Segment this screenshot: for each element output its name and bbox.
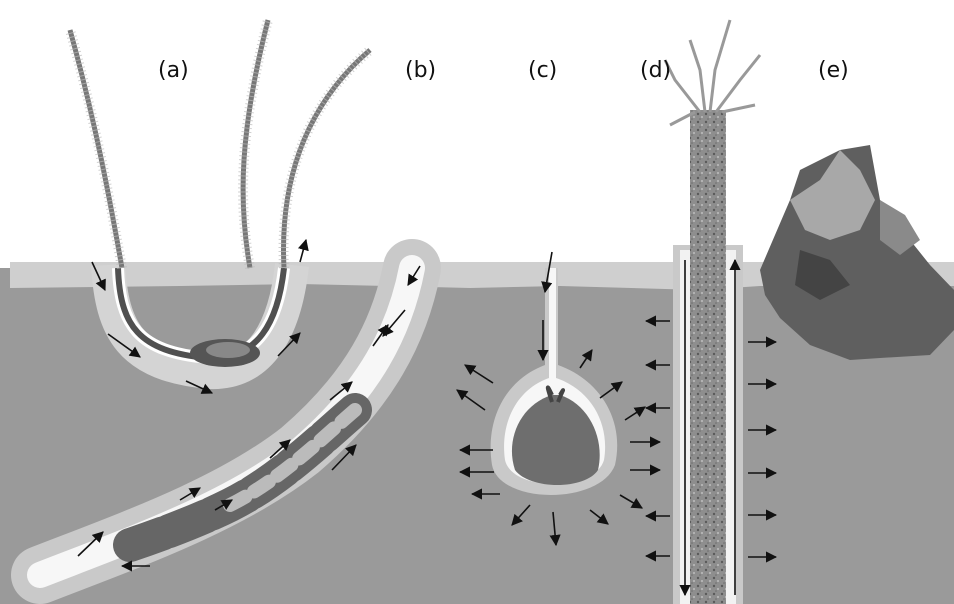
panel-label-b: (b) [405, 58, 436, 83]
panel-label-d: (d) [640, 58, 671, 83]
panel-label-c: (c) [528, 58, 557, 83]
panel-label-e: (e) [818, 58, 849, 83]
panel-label-a: (a) [158, 58, 189, 83]
